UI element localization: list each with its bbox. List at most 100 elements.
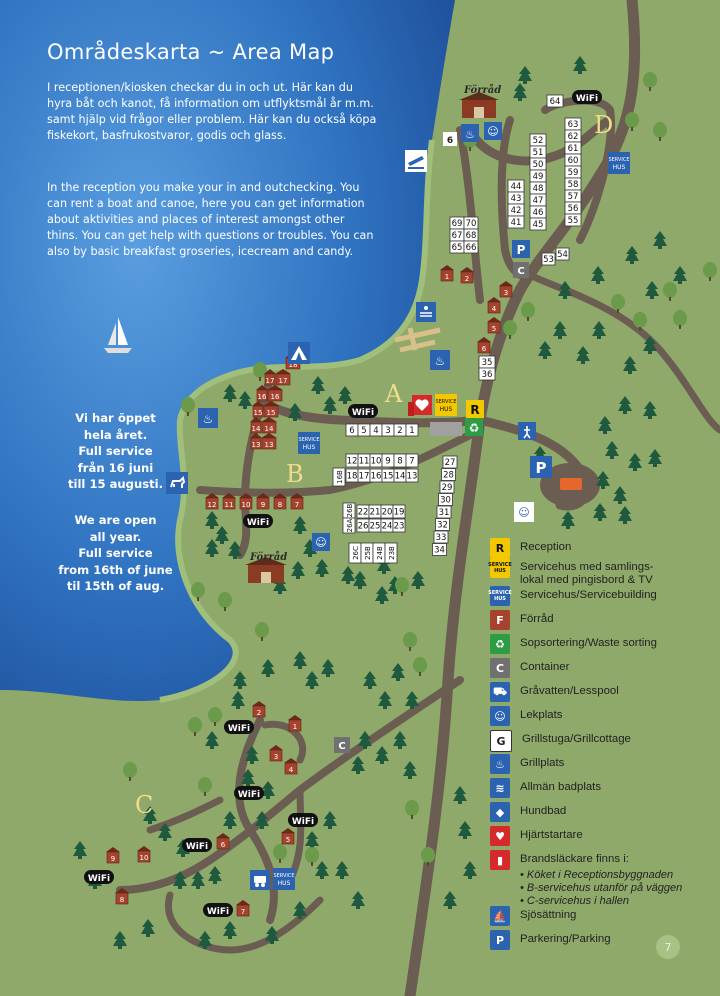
cabin: 12 — [205, 493, 219, 510]
site-number: 14 — [395, 472, 406, 482]
site-box: 52 — [529, 133, 547, 147]
storage-icon: F — [490, 610, 510, 630]
svg-text:R: R — [470, 403, 479, 417]
site-box: 58 — [564, 177, 582, 191]
site-number: 31 — [439, 508, 450, 518]
grill-place-icon-2: ♨ — [430, 350, 450, 370]
site-number: 53 — [543, 255, 554, 265]
site-number: 65 — [452, 243, 463, 253]
playground-icon-3: ☺ — [514, 502, 534, 522]
site-number: 1 — [409, 426, 414, 436]
cabin: 1 — [288, 715, 302, 732]
site-box: 55 — [564, 213, 582, 227]
grill-place-icon: ♨ — [490, 754, 510, 774]
legend-label: Gråvatten/Lesspool — [520, 685, 619, 697]
storage-label-west: Förråd — [249, 551, 287, 563]
site-number: 27 — [445, 458, 456, 468]
recycling-icon: ♻ — [490, 634, 510, 654]
legend-label: Hjärtstartare — [520, 829, 583, 841]
cabin: 5 — [281, 828, 295, 845]
site-box: 41 — [507, 215, 525, 229]
site-box: 35 — [478, 355, 496, 369]
site-box: 45 — [529, 217, 547, 231]
legend-item: ☺Lekplats — [490, 706, 562, 726]
cabin: 17 — [264, 369, 276, 386]
site-box: 63 — [564, 117, 582, 131]
site-box: 7 — [405, 453, 419, 468]
cabin: 9 — [256, 493, 270, 510]
site-number: 36 — [482, 370, 493, 380]
site-number: 24 — [382, 522, 393, 532]
cabin: 16 — [267, 385, 283, 402]
site-number: 23 — [394, 522, 405, 532]
svg-text:♨: ♨ — [203, 412, 214, 426]
zone-label-c: C — [135, 791, 153, 819]
svg-text:C: C — [338, 741, 345, 752]
site-box: 69 — [449, 216, 465, 230]
cabin: 4 — [284, 758, 298, 775]
site-box: 6 — [345, 423, 359, 437]
legend-item: ⛟ Gråvatten/Lesspool — [490, 682, 619, 702]
opening-line: Full service — [78, 444, 153, 458]
site-number: 15 — [383, 472, 394, 482]
wifi-icon: WiFi — [84, 870, 114, 884]
opening-line: hela året. — [83, 427, 148, 442]
site-number: 22 — [358, 508, 369, 518]
extinguisher-location: • Köket i Receptionsbyggnaden — [520, 869, 674, 881]
site-box: 9 — [381, 453, 395, 468]
site-box: 10 — [369, 453, 383, 468]
cabin-number: 4 — [492, 305, 497, 313]
legend-label: Sopsortering/Waste sorting — [520, 637, 657, 649]
svg-text:WiFi: WiFi — [88, 874, 110, 884]
shoreline — [159, 139, 435, 703]
wifi-icon: WiFi — [288, 813, 318, 827]
site-number: 61 — [568, 144, 579, 154]
site-number: 63 — [568, 120, 579, 130]
site-number: 23B — [388, 546, 396, 560]
site-number: 46 — [533, 208, 544, 218]
site-box: 13 — [405, 468, 419, 483]
site-box: 31 — [436, 505, 452, 519]
legend-label: Sjösättning — [520, 909, 577, 921]
cabin-number: 1 — [293, 723, 297, 731]
site-number: 17 — [359, 472, 370, 482]
legend-item: ♨Grillplats — [490, 754, 564, 774]
svg-text:SERVICE: SERVICE — [298, 437, 319, 443]
map-title: Områdeskarta ~ Area Map — [47, 40, 335, 64]
site-box: 47 — [529, 193, 547, 207]
cabin-number: 3 — [274, 753, 278, 761]
cabin-number: 18 — [289, 361, 298, 369]
site-number: 10 — [371, 457, 382, 467]
storage-shed-north — [459, 92, 499, 118]
opening-line: til 15th of aug. — [66, 579, 165, 593]
cabin-number: 1 — [445, 273, 449, 281]
site-number: 60 — [568, 156, 579, 166]
site-box: 16 — [369, 468, 383, 483]
site-number: 42 — [511, 206, 522, 216]
svg-text:SERVICE: SERVICE — [608, 157, 629, 163]
cabin-number: 5 — [286, 836, 290, 844]
wifi-icon: WiFi — [203, 903, 233, 917]
site-box: 23 — [392, 518, 406, 533]
extinguisher-locations: • Köket i Receptionsbyggnaden• B-service… — [520, 869, 682, 908]
svg-text:C: C — [517, 266, 524, 277]
site-number: 58 — [568, 180, 579, 190]
svg-text:HUS: HUS — [613, 164, 626, 171]
site-box: 18 — [345, 468, 359, 483]
legend-item: ♻ Sopsortering/Waste sorting — [490, 634, 657, 654]
reception-icon: R — [466, 400, 484, 418]
legend-label: Servicehus med samlings- lokal med pingi… — [520, 561, 654, 586]
parking-icon: P — [490, 930, 510, 950]
grey-water-icon: ⛟ — [490, 682, 510, 702]
site-number: 50 — [533, 160, 544, 170]
boat-launch-icon — [405, 150, 427, 172]
grill-place-icon-3: ♨ — [198, 408, 218, 428]
site-box: 33 — [433, 530, 449, 544]
cabin-number: 6 — [482, 345, 487, 353]
site-box: 3 — [381, 423, 395, 437]
opening-line: all year. — [89, 529, 142, 544]
zone-label-a: A — [384, 380, 403, 408]
